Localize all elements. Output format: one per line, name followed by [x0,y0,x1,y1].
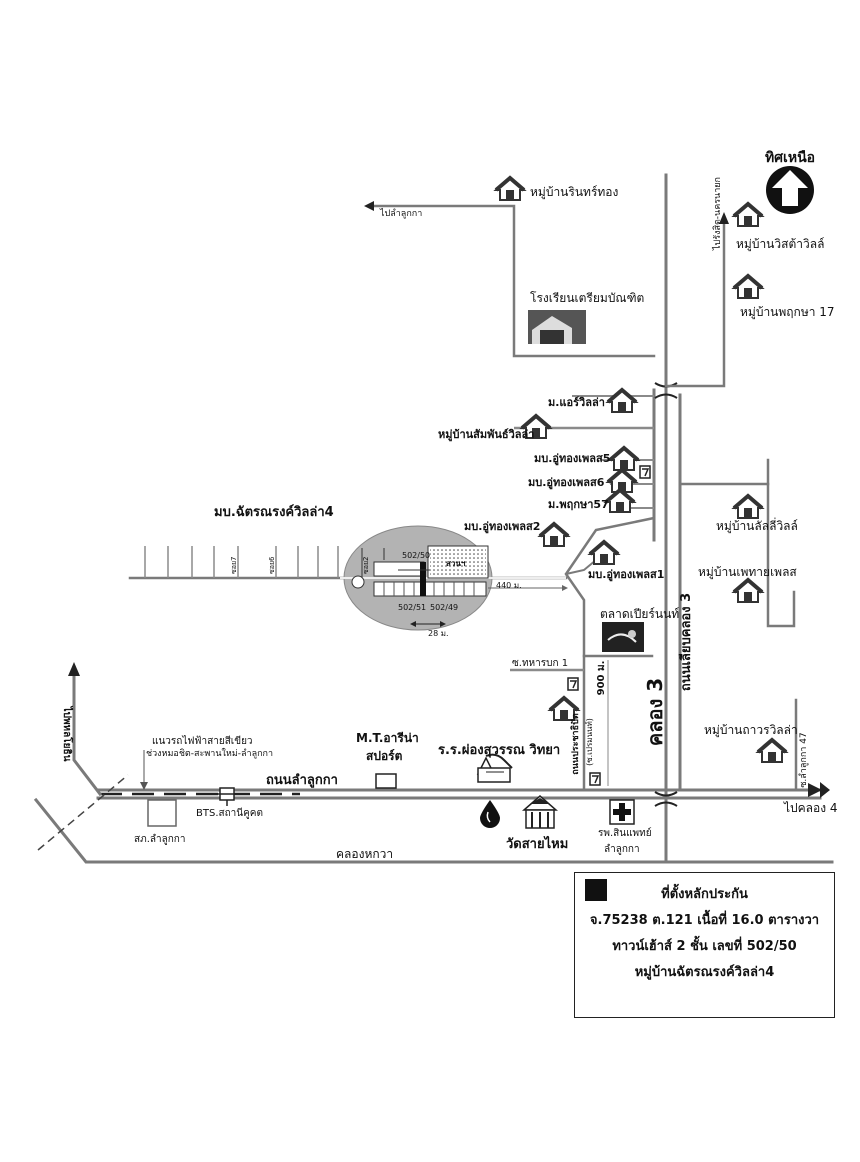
village-pruksa57: ม.พฤกษา57 [548,498,609,511]
liap-khlong-3-label: ถนนเลียบคลอง 3 [678,593,694,691]
village-air-villa: ม.แอร์วิลล่า [548,396,605,409]
green-line-label-2: ช่วงหมอชิต-สะพานใหม่-ลำลูกกา [146,748,273,759]
khlong-hok-wa-label: คลองหกวา [336,847,393,861]
collateral-marker [420,562,426,596]
house-icon [538,522,570,548]
village-rinthong: หมู่บ้านรินทร์ทอง [530,185,618,200]
soi-6-label: ซอย6 [268,556,276,574]
chatnarong-sois [144,546,339,578]
prachathipat-sub-label: (ซ.เปรมนนท์) [584,718,594,766]
temple-icon [522,795,558,829]
village-uthong5: มบ.อู่ทองเพลส5 [534,452,610,466]
gas-station-icon [480,800,500,828]
to-khlong-4-label: ไปคลอง 4 [783,801,838,815]
house-icon [606,388,638,414]
house-icon [606,468,638,494]
village-uthong6: มบ.อู่ทองเพลส6 [528,476,605,490]
north-label: ทิศเหนือ [765,150,815,166]
house-icon [756,738,788,764]
school-label: โรงเรียนเตรียมบัณฑิต [530,291,644,305]
village-lanla: หมู่บ้านลัลลี่วิลล์ [716,517,798,534]
mt-arena-label-2: สปอร์ต [366,749,403,763]
village-wisata: หมู่บ้านวิสต้าวิลล์ [736,237,824,252]
seven-eleven-icon [639,465,651,479]
house-icon [732,578,764,604]
seven-eleven-icon [567,677,579,691]
mt-arena-icon [375,773,397,789]
plot-49-label: 502/49 [430,603,458,612]
house-icon [494,176,526,202]
dist-28-label: 28 ม. [428,629,449,638]
to-rangsit-label: ไปรังสิต-นครนายก [712,177,723,251]
house-icon [608,446,640,472]
khlong-hok-wa-canal [33,797,834,864]
village-pruksa17: หมู่บ้านพฤกษา 17 [740,305,835,320]
soi-marker [351,575,365,589]
school-photo [528,310,586,344]
soi-7-label: ซอย7 [230,556,238,574]
townhouse-row-south [373,581,487,597]
bts-label: BTS.สถานีคูคต [196,807,263,819]
soi-2-label: ซอย2 [362,556,370,574]
bridge-south [654,791,678,807]
mt-arena-label-1: M.T.อารีน่า [356,731,419,745]
soi-47-label: ซ.ลำลูกกา 47 [798,732,809,787]
house-icon [732,494,764,520]
north-arrow-icon [766,166,814,214]
to-phahon-label: ไปพหลโยธิน [61,706,74,762]
house-icon [732,274,764,300]
hospital-cross-icon [609,799,635,825]
park-label: สวนฯ [446,559,466,568]
legend-title: ที่ตั้งหลักประกัน [661,887,748,902]
hospital-label-2: ลำลูกกา [604,844,640,855]
village-samphan: หมู่บ้านสัมพันธ์วิลล่า [438,428,534,442]
dist-900-label: 900 ม. [596,661,607,696]
village-uthong2: มบ.อู่ทองเพลส2 [464,520,540,534]
village-chatnarong: มบ.ฉัตรณรงค์วิลล่า4 [214,504,334,520]
thahan-bok-label: ซ.ทหารบก 1 [512,658,568,669]
collateral-legend: ที่ตั้งหลักประกัน จ.75238 ต.121 เนื้อที่… [574,872,835,1018]
market-photo [602,622,644,652]
lam-luk-ka-road-label: ถนนลำลูกกา [266,772,338,788]
dist-440-label: 440 ม. [496,581,522,590]
seven-eleven-icon [589,772,601,786]
house-icon [604,488,636,514]
bts-station-icon [218,787,236,806]
lam-luk-ka-north-road [370,204,656,358]
police-label: สภ.ลำลูกกา [134,834,185,845]
green-line-label-1: แนวรถไฟฟ้าสายสีเขียว [152,735,253,747]
police-station-icon [147,799,177,827]
house-icon [588,540,620,566]
wat-label: วัดสายไหม [506,835,568,852]
legend-line-3: หมู่บ้านฉัตรณรงค์วิลล่า4 [634,965,775,980]
khlong-3-label: คลอง 3 [643,678,667,746]
village-phetthai: หมู่บ้านเพทายเพลส [698,565,797,580]
plot-50-label: 502/50 [402,551,430,560]
plot-51-label: 502/51 [398,603,426,612]
pongsawan-label: ร.ร.ผ่องสุวรรณ วิทยา [438,743,560,758]
east-village-road [678,482,796,628]
prachathipat-label: ถนนประชาธิปัต [570,713,581,775]
collateral-symbol-icon [585,879,607,901]
market-label: ตลาดเปียร์นนท์ [600,607,679,621]
school-building-icon [476,753,513,783]
village-uthong1: มบ.อู่ทองเพลส1 [588,568,664,582]
rangsit-road [664,220,726,388]
legend-line-1: จ.75238 ต.121 เนื้อที่ 16.0 ตารางวา [589,913,820,928]
phahon-road [72,674,103,797]
townhouse-row-north [373,561,425,577]
hospital-label-1: รพ.สินแพทย์ [598,827,652,839]
house-icon [732,202,764,228]
dashed-link [37,799,99,851]
to-lam-luk-ka-label: ไปลำลูกกา [379,208,422,219]
legend-line-2: ทาวน์เฮ้าส์ 2 ชั้น เลขที่ 502/50 [612,939,797,954]
village-thawon: หมู่บ้านถาวรวิลล่า [704,723,798,738]
